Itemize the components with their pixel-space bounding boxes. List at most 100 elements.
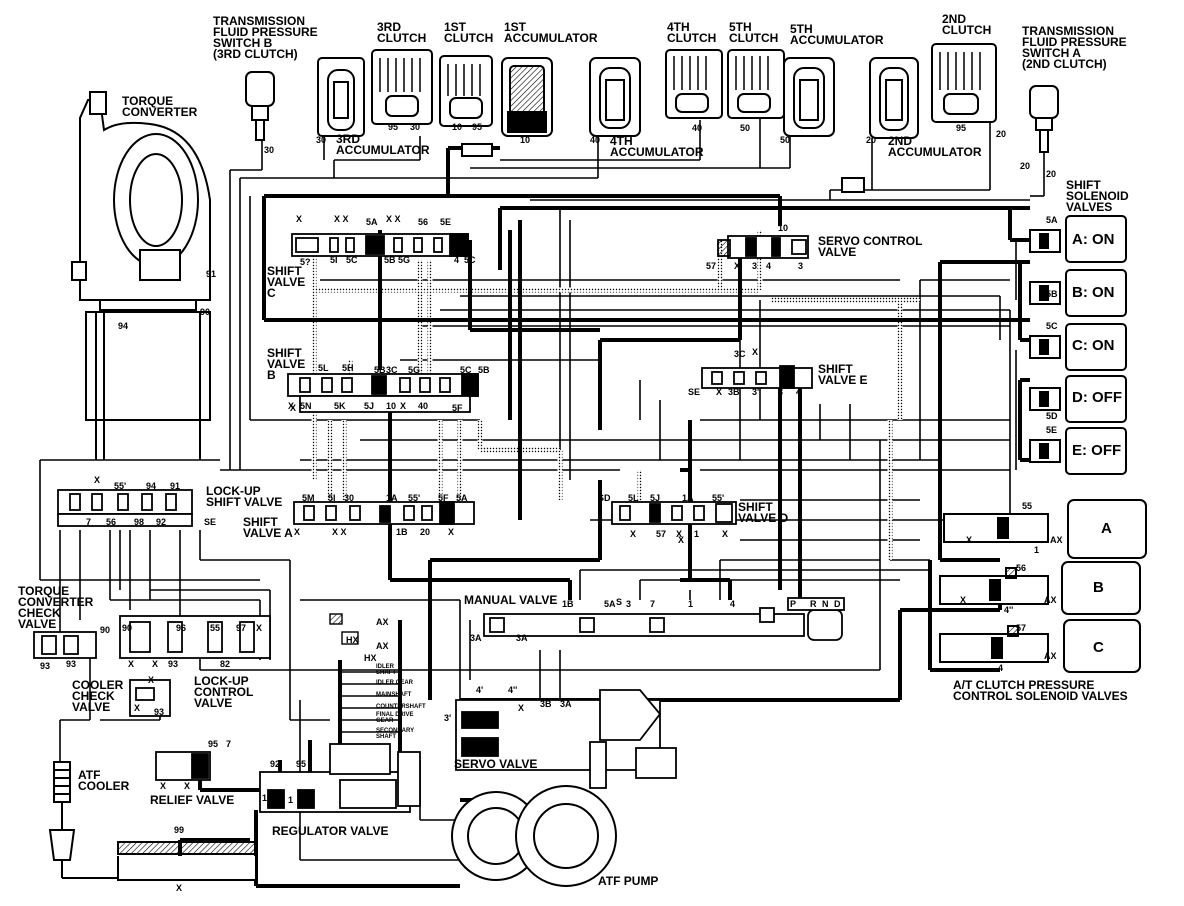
port-label: 4 xyxy=(796,387,802,397)
label-manual-valve: MANUAL VALVE xyxy=(464,593,558,607)
port-label: X xyxy=(294,527,301,537)
port-label: 5L xyxy=(318,363,329,373)
port-label: 95 xyxy=(296,759,307,769)
port-label: 3 xyxy=(626,599,632,609)
label-shift-valve-b: SHIFT VALVE B xyxy=(267,346,306,382)
accumulator-4th xyxy=(589,57,641,137)
manual-valve xyxy=(483,597,845,641)
fluid-pressure-switch-a xyxy=(1029,85,1059,153)
port-label: 50 xyxy=(780,135,791,145)
label-clutch-2nd: 2ND CLUTCH xyxy=(942,12,992,37)
port-label: 5M xyxy=(302,493,315,503)
port-label: AX xyxy=(376,617,389,627)
port-label: 56 xyxy=(1016,563,1027,573)
port-label: X xyxy=(518,703,525,713)
port-label: HX xyxy=(364,653,377,663)
port-label: 5A xyxy=(456,493,468,503)
port-label: X xyxy=(184,781,191,791)
port-label: 5I xyxy=(330,255,338,265)
port-label: 10 xyxy=(452,122,463,132)
port-label: 3A xyxy=(516,633,528,643)
port-label: AX xyxy=(376,641,389,651)
port-label: 20 xyxy=(1020,161,1031,171)
port-label: 5F xyxy=(438,493,449,503)
port-label: 30 xyxy=(264,145,275,155)
shift-valve-b xyxy=(287,373,479,413)
port-label: X X xyxy=(386,214,401,224)
port-label: 55' xyxy=(408,493,421,503)
label-atf-cooler: ATF COOLER xyxy=(78,768,130,793)
port-label: R xyxy=(810,599,817,609)
port-label: 1A xyxy=(386,493,398,503)
pressure-solenoid-b xyxy=(939,561,1141,615)
port-label: 55' xyxy=(114,481,127,491)
label-mainshaft: MAINSHAFT xyxy=(376,692,412,698)
label-tfp-switch-a: TRANSMISSION FLUID PRESSURE SWITCH A (2N… xyxy=(1022,24,1127,71)
port-label: S xyxy=(616,597,623,607)
port-label: 5N xyxy=(300,401,312,411)
label-relief-valve: RELIEF VALVE xyxy=(150,793,235,807)
port-label: 20 xyxy=(1046,169,1057,179)
port-label: 5B xyxy=(374,365,386,375)
accumulator-2nd xyxy=(869,57,919,139)
port-label: 1 xyxy=(694,529,700,539)
port-label: 5C xyxy=(460,365,472,375)
label-shift-valve-c: SHIFT VALVE C xyxy=(267,264,306,300)
port-label: X xyxy=(676,529,683,539)
port-label: 5L xyxy=(628,493,639,503)
label-at-clutch-pcsv: A/T CLUTCH PRESSURE CONTROL SOLENOID VAL… xyxy=(953,678,1128,703)
regulator-valve xyxy=(259,743,421,813)
solenoid-c-port: 5C xyxy=(1046,321,1058,331)
port-label: X xyxy=(152,659,159,669)
port-label: 5C xyxy=(346,255,358,265)
label-tfp-switch-b: TRANSMISSION FLUID PRESSURE SWITCH B (3R… xyxy=(213,14,318,61)
check-valve-1st xyxy=(461,143,493,157)
port-label: 1A xyxy=(682,493,694,503)
label-atf-pump: ATF PUMP xyxy=(598,874,659,888)
port-label: 5? xyxy=(300,257,311,267)
port-label: 5G xyxy=(398,255,411,265)
port-label: 3B xyxy=(540,699,552,709)
port-label: X xyxy=(128,659,135,669)
label-final-drive: FINAL DRIVE GEAR xyxy=(376,712,414,724)
fluid-pressure-switch-b xyxy=(245,71,275,141)
port-label: 40 xyxy=(590,135,601,145)
port-label: 3 xyxy=(798,261,804,271)
port-label: 4'' xyxy=(508,685,518,695)
pressure-solenoid-c-label: C xyxy=(1093,639,1104,656)
port-label: AX xyxy=(1044,595,1057,605)
solenoid-b-state: B: ON xyxy=(1072,284,1115,301)
solenoid-d-state: D: OFF xyxy=(1072,389,1122,406)
port-label: 4'' xyxy=(1004,605,1014,615)
atf-cooler xyxy=(48,761,118,879)
port-label: 3' xyxy=(444,713,452,723)
shift-valve-d xyxy=(611,501,737,525)
label-secondary-shaft: SECONDARY SHAFT xyxy=(376,728,415,740)
accumulator-3rd xyxy=(317,57,365,137)
port-label: 4 xyxy=(730,599,736,609)
port-label: X xyxy=(148,675,155,685)
port-label: X xyxy=(94,475,101,485)
port-label: 5A xyxy=(604,599,616,609)
port-label: 4 xyxy=(454,255,460,265)
label-servo-control-valve: SERVO CONTROL VALVE xyxy=(818,234,923,259)
label-accumulator-2nd: 2ND ACCUMULATOR xyxy=(888,134,982,159)
label-torque-converter: TORQUE CONVERTER xyxy=(122,94,198,119)
solenoid-b-port: 5B xyxy=(1046,289,1058,299)
port-label: 99 xyxy=(174,825,185,835)
label-lockup-shift-valve: LOCK-UP SHIFT VALVE xyxy=(206,484,283,509)
torque-converter xyxy=(71,91,211,311)
label-shift-valve-a: SHIFT VALVE A xyxy=(243,515,293,540)
port-label: 57 xyxy=(1016,623,1027,633)
port-label: 4 xyxy=(998,663,1004,673)
label-clutch-3rd: 3RD CLUTCH xyxy=(377,20,427,45)
port-label: 1 xyxy=(688,599,694,609)
servo-control-valve xyxy=(717,235,809,259)
port-label: 95 xyxy=(208,739,219,749)
label-clutch-4th: 4TH CLUTCH xyxy=(667,20,717,45)
port-label: 30 xyxy=(344,493,355,503)
port-label: X xyxy=(296,214,303,224)
port-label: 92 xyxy=(270,759,281,769)
shift-solenoid-a xyxy=(1029,215,1127,263)
label-tc-check-valve: TORQUE CONVERTER CHECK VALVE xyxy=(18,584,94,631)
